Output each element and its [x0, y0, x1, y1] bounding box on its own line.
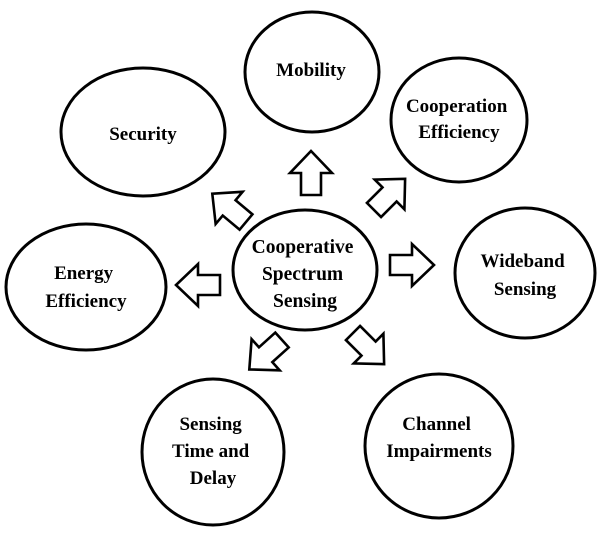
label-mobility: Mobility: [276, 60, 346, 81]
label-wideband-sensing-line-2: Sensing: [494, 279, 557, 300]
node-cooperation-efficiency: [389, 56, 529, 184]
label-cooperation-efficiency: Cooperation Efficiency: [406, 96, 512, 143]
node-security: [59, 66, 227, 198]
label-center-line-1: Cooperative: [252, 237, 354, 258]
arrow-to-energy-efficiency: [174, 260, 222, 310]
label-channel-impairments: Channel Impairments: [386, 414, 492, 462]
label-center-line-2: Spectrum: [262, 264, 343, 285]
label-channel-impairments-line-2: Impairments: [386, 441, 492, 462]
label-mobility-line: Mobility: [276, 60, 346, 81]
node-wideband-sensing: [453, 206, 597, 340]
label-energy-efficiency-line-1: Energy: [54, 263, 114, 284]
node-energy-efficiency: [4, 222, 168, 352]
node-mobility: [243, 10, 381, 134]
label-center-line-3: Sensing: [273, 291, 337, 312]
arrows: [174, 149, 436, 372]
label-sensing-time-and-delay-line-1: Sensing: [179, 414, 242, 435]
label-energy-efficiency: Energy Efficiency: [45, 263, 127, 312]
node-center: [231, 208, 379, 332]
label-energy-efficiency-line-2: Efficiency: [45, 291, 127, 312]
arrow-to-sensing-time-and-delay: [247, 330, 291, 372]
label-cooperation-efficiency-line-2: Efficiency: [418, 122, 500, 143]
label-security: Security: [109, 124, 177, 145]
arrow-to-wideband-sensing: [388, 240, 436, 290]
label-cooperation-efficiency-line-1: Cooperation: [406, 96, 508, 117]
label-wideband-sensing: Wideband Sensing: [481, 251, 570, 300]
node-channel-impairments: [363, 372, 515, 520]
arrow-to-mobility: [286, 149, 336, 197]
node-sensing-time-and-delay: [140, 377, 286, 527]
label-center: Cooperative Spectrum Sensing: [252, 237, 359, 312]
label-channel-impairments-line-1: Channel: [402, 414, 471, 435]
label-security-line: Security: [109, 124, 177, 145]
arrow-to-channel-impairments: [344, 324, 386, 366]
arrow-to-cooperation-efficiency: [365, 177, 407, 219]
label-sensing-time-and-delay-line-2: Time and: [172, 441, 250, 462]
label-sensing-time-and-delay: Sensing Time and Delay: [172, 414, 254, 489]
label-sensing-time-and-delay-line-3: Delay: [190, 468, 237, 489]
arrow-to-security: [210, 190, 255, 232]
label-wideband-sensing-line-1: Wideband: [481, 251, 566, 272]
